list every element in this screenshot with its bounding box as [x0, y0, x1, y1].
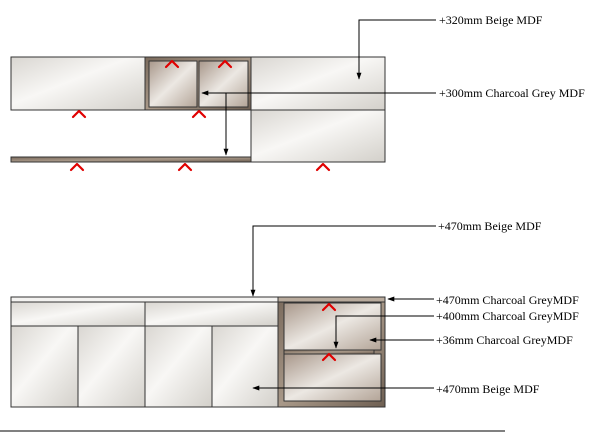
upper-cabinet-group: [10, 56, 386, 163]
leader-lower-beige-top: [250, 225, 436, 297]
lower-door-2: [77, 325, 146, 408]
leader-upper-beige: [356, 19, 436, 80]
upper-charcoal-door-left: [148, 60, 198, 108]
label-lower-charcoal-box: +400mm Charcoal GreyMDF: [436, 309, 579, 323]
marker-tall-panel: [315, 162, 331, 172]
labels: +320mm Beige MDF +300mm Charcoal Grey MD…: [436, 13, 585, 396]
lower-open-compartment-top: [283, 302, 382, 351]
lower-drawer-right: [144, 301, 279, 327]
label-lower-charcoal-frame: +470mm Charcoal GreyMDF: [436, 293, 579, 307]
upper-tall-lower-panel: [250, 109, 386, 163]
marker-upper-charcoal-right: [217, 59, 233, 69]
marker-lower-box-top: [321, 302, 337, 312]
leader-lower-charcoal-box: [333, 315, 434, 349]
label-lower-beige-top: +470mm Beige MDF: [438, 219, 542, 233]
marker-upper-charcoal-left: [164, 59, 180, 69]
upper-charcoal-door-right: [198, 60, 249, 108]
upper-floating-shelf: [10, 156, 252, 163]
label-upper-charcoal: +300mm Charcoal Grey MDF: [439, 86, 585, 100]
lower-open-compartment-bottom: [283, 353, 382, 402]
upper-left-wall-panel: [10, 56, 146, 111]
upper-right-wall-panel: [250, 56, 386, 111]
marker-upper-charcoal-bottom: [191, 109, 207, 119]
lower-worktop-strip: [10, 296, 279, 303]
lower-cabinet-group: [10, 296, 386, 408]
marker-shelf-mid: [177, 162, 193, 172]
marker-lower-box-shelf: [321, 352, 337, 362]
lower-door-1: [10, 325, 79, 408]
leader-lines: [201, 19, 436, 391]
marker-shelf-left: [69, 162, 85, 172]
lower-door-3: [144, 325, 213, 408]
lower-charcoal-top-edge: [277, 296, 386, 303]
label-upper-beige: +320mm Beige MDF: [439, 13, 543, 27]
marker-upper-left-panel: [71, 109, 87, 119]
label-lower-charcoal-shelf: +36mm Charcoal GreyMDF: [436, 333, 573, 347]
lower-door-4: [211, 325, 279, 408]
label-lower-beige-doors: +470mm Beige MDF: [436, 382, 540, 396]
red-markers: [69, 59, 337, 362]
lower-drawer-left: [10, 301, 146, 327]
